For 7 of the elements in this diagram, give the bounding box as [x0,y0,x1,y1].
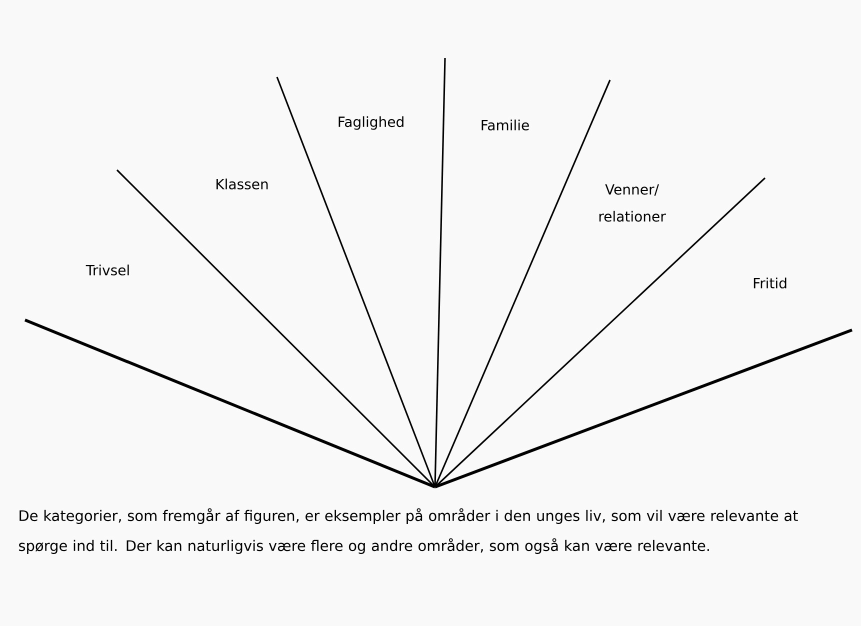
category-label: Klassen [216,178,268,190]
category-label: Faglighed [338,116,404,130]
category-label: Fritid [754,278,786,288]
category-label: Familie [482,120,529,130]
caption: De kategorier, som fremgår af figuren, er eksempler på områder i den unges liv, som vil være relevante at spørge ind til. Der kan naturligvis være flere og andre områder, som også kan være relevante. [18,508,798,554]
category-label: Venner/ relationer [599,184,666,222]
category-label: Trivsel [86,264,129,276]
